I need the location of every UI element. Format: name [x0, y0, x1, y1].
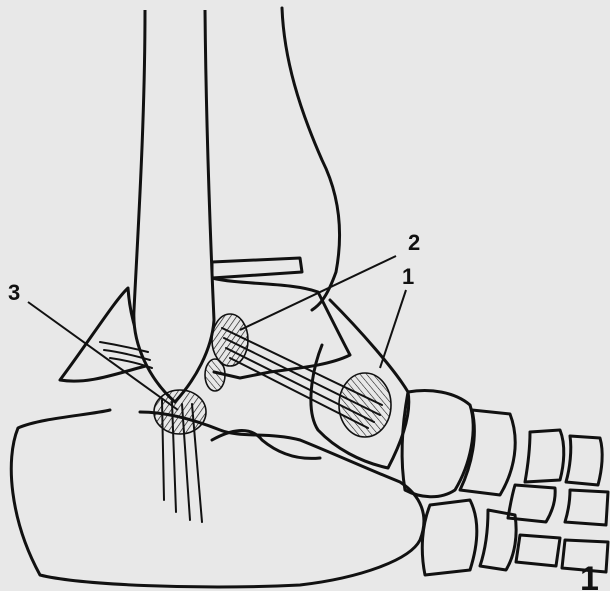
cuneiform-upper — [460, 410, 515, 495]
label-1: 1 — [402, 264, 414, 289]
corner-label: 1 — [580, 560, 599, 591]
metatarsal-4 — [565, 490, 608, 525]
attachment-fibula-tip — [205, 359, 225, 391]
metatarsal-1 — [525, 430, 564, 482]
metatarsal-6 — [516, 535, 560, 566]
label-3: 3 — [8, 280, 20, 305]
leader-line-1 — [380, 290, 406, 368]
metatarsal-2 — [566, 436, 602, 485]
label-2: 2 — [408, 230, 420, 255]
talus-dome — [212, 258, 302, 278]
tibia-outline — [282, 8, 339, 310]
leader-line-2 — [240, 256, 396, 330]
fibula-bone — [134, 10, 214, 402]
cuneiform-lower — [422, 500, 476, 575]
